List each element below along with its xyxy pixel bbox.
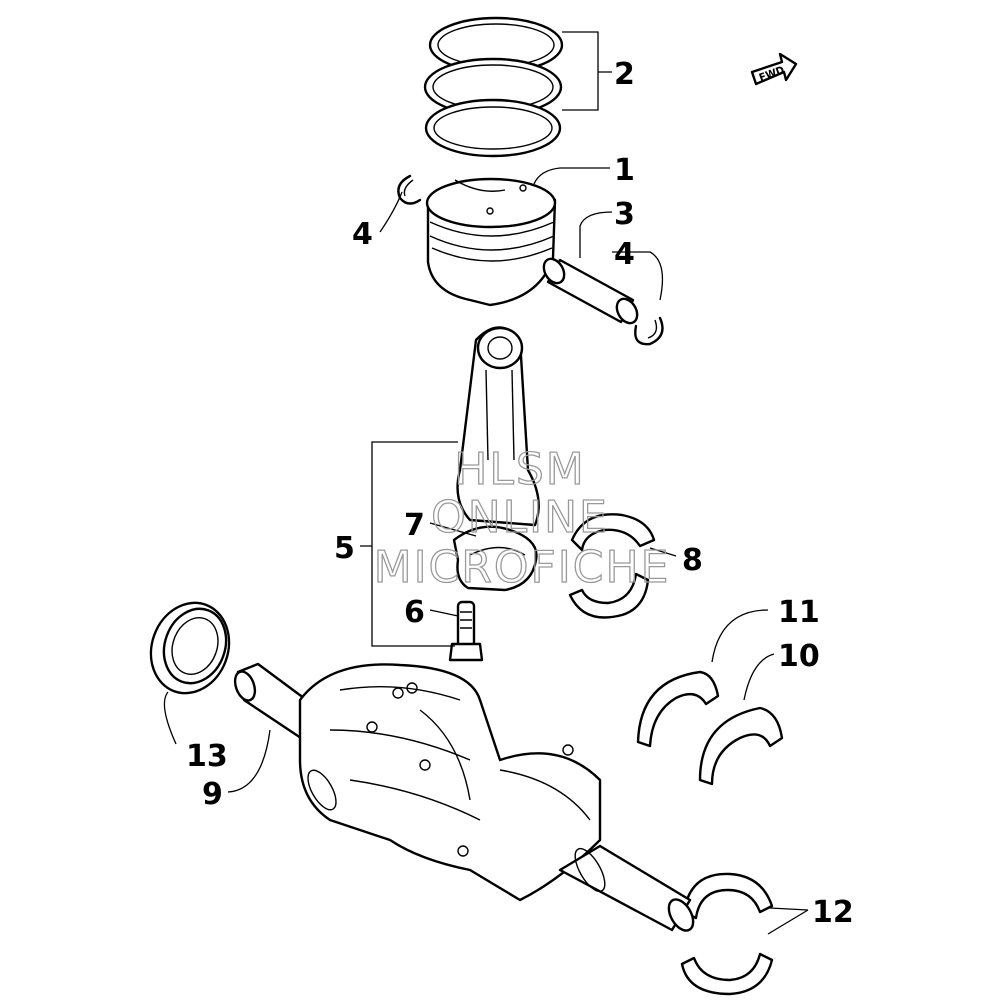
main-bearing: [680, 872, 774, 996]
fwd-label: FWD: [757, 63, 786, 84]
callout-5: 5: [334, 531, 355, 566]
fwd-arrow-icon: FWD: [750, 52, 798, 86]
rod-bolt: [448, 600, 484, 662]
thrust-washer-11: [636, 670, 720, 748]
callout-6: 6: [404, 595, 425, 630]
piston-rings: [423, 16, 564, 158]
thrust-washer-10: [698, 706, 784, 786]
callout-1: 1: [614, 153, 635, 188]
bracket-2: [562, 31, 612, 111]
bracket-5: [360, 441, 458, 647]
callout-7: 7: [404, 508, 425, 543]
callout-3: 3: [614, 197, 635, 232]
callout-2: 2: [614, 57, 635, 92]
callout-12: 12: [812, 895, 854, 930]
piston: [425, 177, 557, 307]
callout-9: 9: [202, 777, 223, 812]
wrist-pin: [542, 257, 639, 325]
callout-8: 8: [682, 543, 703, 578]
watermark: HLSM ONLINE MICROFICHE: [373, 443, 671, 593]
watermark-line-1: HLSM: [454, 444, 586, 495]
circlip-right: [634, 316, 664, 346]
callout-4-right: 4: [614, 237, 635, 272]
callout-13: 13: [186, 739, 228, 774]
watermark-line-2: ONLINE: [431, 492, 609, 543]
callout-10: 10: [778, 639, 820, 674]
circlip-left: [397, 174, 422, 205]
crankshaft: [233, 662, 695, 932]
callout-4-left: 4: [352, 217, 373, 252]
leader-lines: [163, 167, 809, 935]
oil-seal: [149, 601, 231, 695]
watermark-line-3: MICROFICHE: [374, 542, 671, 593]
rod-bearing: [568, 513, 656, 619]
connecting-rod: [452, 326, 540, 592]
callout-11: 11: [778, 595, 820, 630]
